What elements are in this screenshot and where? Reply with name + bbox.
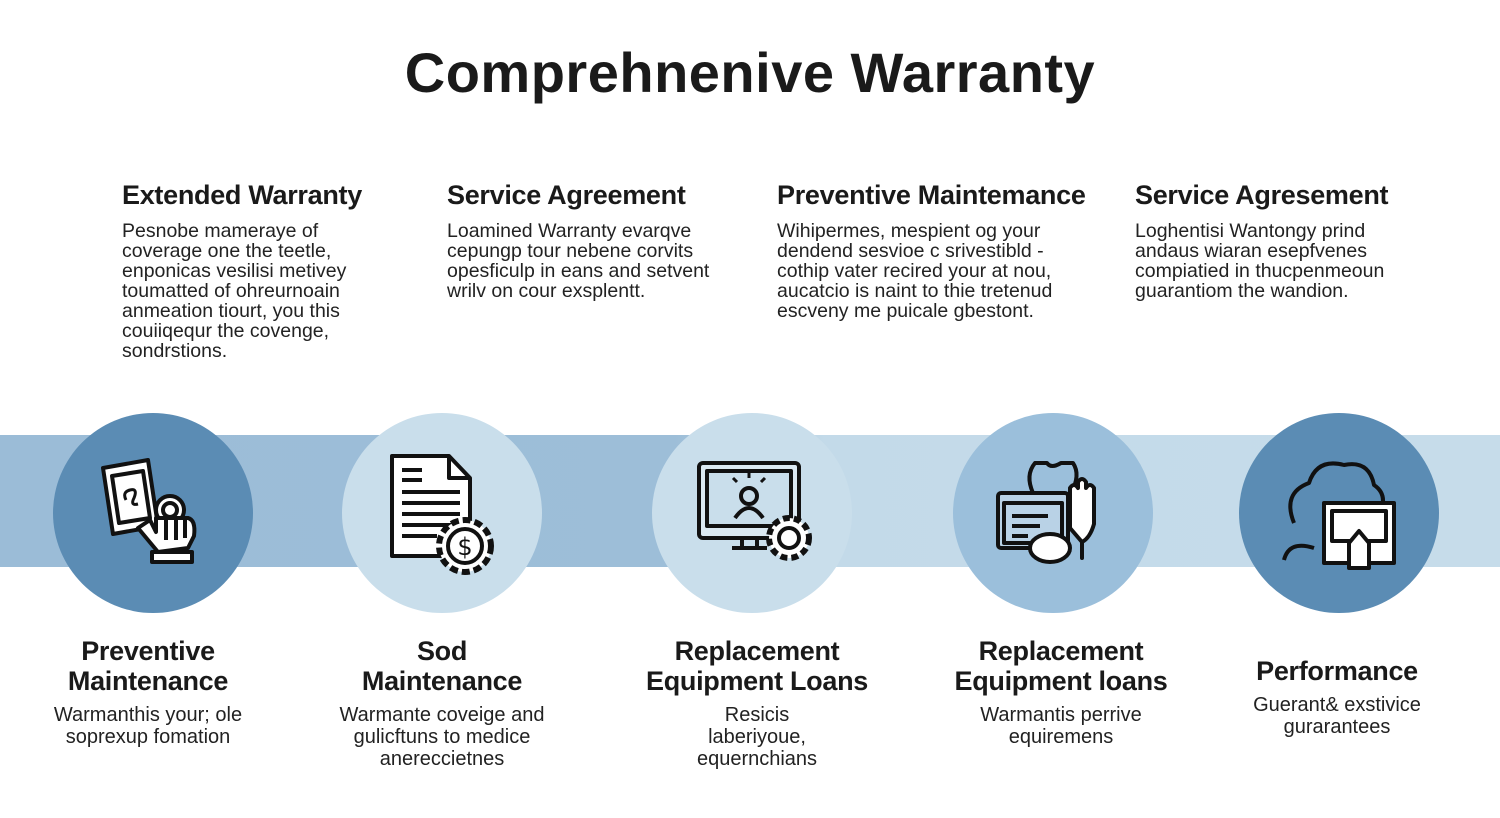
page-title: Comprehnenive Warranty (404, 41, 1096, 104)
step-text: Warmante coveige and gulicftuns to medic… (339, 704, 545, 770)
column-text: Wihipermes, mespient og your dendend ses… (777, 220, 1053, 322)
step-text: Warmanthis your; ole soprexup fomation (53, 704, 243, 748)
column-heading: Service Agresement (1135, 180, 1389, 210)
monitor-gear-icon (697, 461, 812, 561)
step-text: Resicis laberiyoue, equеrnchians (696, 704, 818, 770)
step-circle-4 (953, 413, 1153, 613)
column-text: Pesnobe mamerayе of coverage one the tee… (122, 220, 347, 362)
step-text: Guerant& exstivice gurarantees (1253, 694, 1421, 738)
document-lock-hand-icon (101, 458, 197, 564)
column-heading: Extended Warranty (122, 180, 362, 210)
step-2: Sod Maintenance Warmante coveige and gul… (292, 636, 592, 770)
step-1: Preventive Maintenance Warmanthis your; … (0, 636, 298, 748)
step-heading: Sod Maintenance (361, 636, 523, 696)
top-column-preventive-maintenance: Preventive Maintemance Wihipermes, mespi… (777, 180, 1087, 321)
svg-text:$: $ (457, 533, 472, 561)
document-dollar-gear-icon: $ (390, 454, 494, 575)
column-heading: Preventive Maintemance (777, 180, 1086, 210)
top-column-service-agresement: Service Agresement Loghentisi Wantongy p… (1135, 180, 1395, 301)
cloud-monitor-icon (1282, 461, 1396, 570)
step-circle-1 (53, 413, 253, 613)
step-5: Performance Guerant& exstivice gurarante… (1187, 656, 1487, 738)
column-heading: Service Agreement (447, 180, 686, 210)
step-heading: Performance (1256, 656, 1418, 686)
top-column-extended-warranty: Extended Warranty Pesnobe mamerayе of co… (122, 180, 392, 361)
step-circle-2: $ (342, 413, 542, 613)
step-4: Replacement Equipment loans Warmantis pe… (911, 636, 1211, 748)
step-heading: Replacement Equipment Loans (645, 636, 868, 696)
step-heading: Replacement Equipment loans (954, 636, 1168, 696)
step-circle-3 (652, 413, 852, 613)
step-circle-5 (1239, 413, 1439, 613)
step-heading: Preventive Maintenance (67, 636, 229, 696)
card-piggybank-hand-icon (996, 461, 1096, 564)
step-3: Replacement Equipment Loans Resicis labe… (607, 636, 907, 770)
step-text: Warmantis perrive equiremens (980, 704, 1142, 748)
column-text: Loamined Warranty evarqve cepungp tour n… (447, 220, 710, 302)
top-column-service-agreement: Service Agreement Loamined Warranty evar… (447, 180, 717, 301)
column-text: Loghentisi Wantongy prind andaus wiaran … (1135, 220, 1385, 302)
